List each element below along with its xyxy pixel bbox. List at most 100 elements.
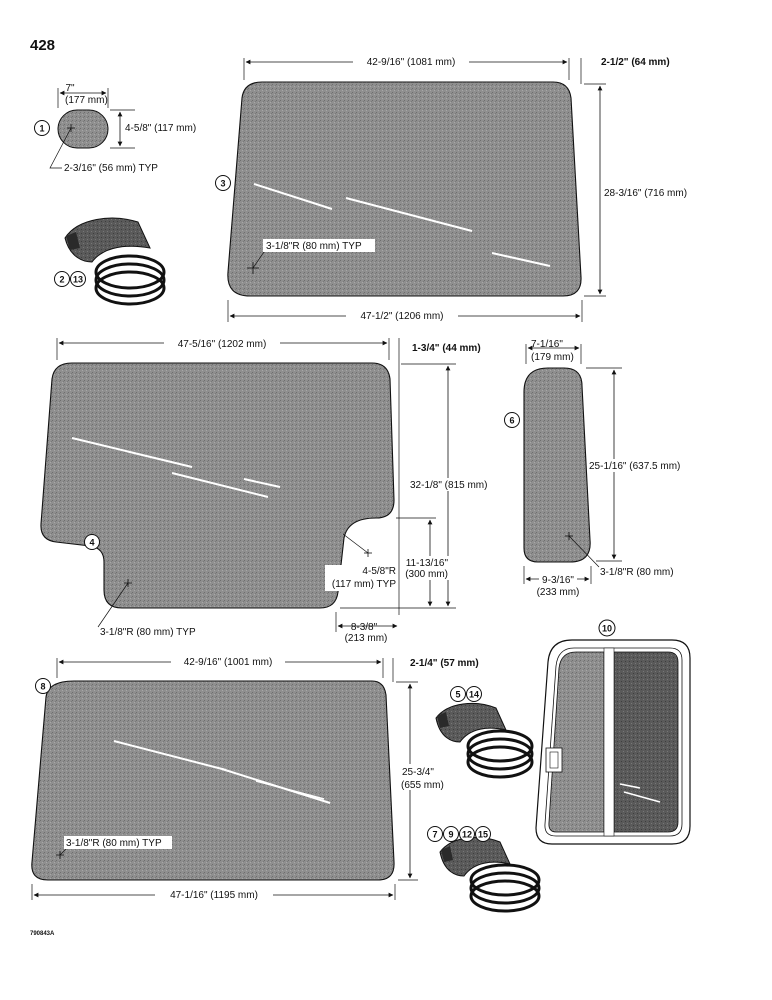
part-3-highlight (253, 183, 333, 210)
part-4-highlight-3 (243, 478, 281, 488)
seal-7-9-12-15: 7 9 12 15 (427, 826, 541, 913)
callout-3 (215, 175, 231, 191)
part-10-highlight-2 (623, 791, 661, 803)
part-3-radius-label-bg (263, 239, 375, 252)
callout-15-label: 15 (478, 830, 488, 840)
part-8-glass-shape (31, 680, 395, 881)
seal-5-14-coil-2 (466, 737, 534, 771)
seal-2-13-coil-2 (94, 262, 166, 298)
callout-3-label: 3 (220, 179, 225, 189)
part-1-height-label: 4-5/8" (117 mm) (125, 123, 196, 134)
seal-5-14: 5 14 (435, 686, 534, 779)
seal-2-13-coil-3 (94, 270, 166, 306)
part-1-small-glass: 1 7" (177 mm) 4-5/8" (117 mm) 2-3/16" (5… (34, 83, 196, 174)
callout-1 (34, 120, 50, 136)
part-3-top-label-bg (353, 56, 469, 68)
drawing-number: 790843A (30, 931, 55, 937)
seal-2-13-profile (64, 217, 151, 263)
part-6-radius-label: 3-1/8"R (80 mm) (600, 567, 674, 578)
part-4-top-label-bg (164, 337, 280, 349)
part-3-top-width-label: 42-9/16" (1081 mm) (367, 57, 456, 68)
part-8-height-label: 25-3/4" (402, 767, 434, 778)
callout-14-label: 14 (469, 690, 479, 700)
callout-6 (504, 412, 520, 428)
part-10-right-pane (613, 651, 679, 833)
part-3-offset-label: 2-1/2" (64 mm) (601, 57, 670, 68)
callout-12-label: 12 (462, 830, 472, 840)
part-6-glass: 6 7-1/16" (179 mm) 25-1/16" (637.5 mm) 3… (504, 339, 691, 598)
callout-4 (84, 534, 100, 550)
seal-5-14-coil-3 (466, 745, 534, 779)
part-6-bottom-width-label: 9-3/16" (542, 575, 574, 586)
part-8-bottom-label-bg (155, 889, 273, 901)
part-4-radius-label: 3-1/8"R (80 mm) TYP (100, 627, 196, 638)
callout-12 (459, 826, 475, 842)
callout-7 (427, 826, 443, 842)
part-4-top-width-label: 47-5/16" (1202 mm) (178, 339, 267, 350)
callout-13 (70, 271, 86, 287)
part-6-height-label: 25-1/16" (637.5 mm) (589, 461, 680, 472)
callout-9-label: 9 (448, 830, 453, 840)
seal-7-9-12-15-coil (469, 863, 541, 897)
callout-7-label: 7 (432, 830, 437, 840)
part-10-latch (545, 747, 563, 773)
part-1-radius-label: 2-3/16" (56 mm) TYP (64, 163, 158, 174)
part-3-highlight-3 (491, 252, 551, 267)
seal-7-9-12-15-coil-3 (469, 879, 541, 913)
part-4-notch-height-label: 11-13/16" (406, 558, 449, 569)
part-1-glass-shape (57, 109, 109, 149)
part-10-door-glass: 10 (535, 619, 691, 845)
part-4-notch-width-label: 8-3/8" (351, 622, 378, 633)
callout-15 (475, 826, 491, 842)
part-6-bottom-width-mm-label: (233 mm) (537, 587, 580, 598)
part-10-highlight (619, 783, 641, 789)
callout-5 (450, 686, 466, 702)
part-8-bottom-width-label: 47-1/16" (1195 mm) (170, 890, 258, 901)
part-4-height-label: 32-1/8" (815 mm) (410, 480, 487, 491)
seal-5-14-profile-end (437, 712, 449, 728)
part-3-glass: 3 42-9/16" (1081 mm) 2-1/2" (64 mm) 28-3… (215, 56, 687, 322)
seal-5-14-profile (435, 702, 507, 743)
part-3-highlight-2 (345, 197, 473, 232)
part-6-glass-shape (523, 367, 591, 563)
seal-2-13-profile-end (66, 232, 80, 250)
part-3-glass-shape (227, 81, 582, 297)
part-3-bottom-width-label: 47-1/2" (1206 mm) (360, 311, 443, 322)
part-4-notch-height-mm-label: (300 mm) (405, 569, 448, 580)
part-4-notch-radius-label: 4-5/8"R (362, 566, 396, 577)
callout-10 (598, 619, 616, 637)
callout-4-label: 4 (89, 538, 94, 548)
part-4-notch-radius-label-bg (325, 565, 397, 591)
callout-1-label: 1 (39, 124, 44, 134)
part-8-top-width-label: 42-9/16" (1001 mm) (184, 657, 273, 668)
part-8-radius-label-bg (64, 836, 172, 849)
callout-2 (54, 271, 70, 287)
part-4-highlight-2 (171, 472, 269, 498)
part-6-top-width-label: 7-1/16" (531, 339, 563, 350)
part-6-height-label-bg (587, 459, 691, 472)
part-8-offset-label: 2-1/4" (57 mm) (410, 658, 479, 669)
part-4-glass-shape (40, 362, 395, 609)
callout-8-label: 8 (40, 682, 45, 692)
part-6-bottom-label-bg (539, 575, 577, 585)
part-4-glass: 4 47-5/16" (1202 mm) 1-3/4" (44 mm) 32-1… (40, 337, 495, 644)
callout-6-label: 6 (509, 416, 514, 426)
part-10-frame-inner (544, 647, 683, 837)
seal-7-9-12-15-coil-2 (469, 871, 541, 905)
part-1-width-label: 7" (65, 83, 75, 94)
callout-14 (466, 686, 482, 702)
page-number: 428 (30, 37, 55, 54)
part-10-left-pane (548, 651, 605, 833)
part-3-radius-label: 3-1/8"R (80 mm) TYP (266, 241, 362, 252)
part-8-height-label-bg (398, 764, 446, 790)
part-3-height-label-bg (603, 186, 683, 199)
seal-2-13-coil (94, 254, 166, 290)
part-10-latch-inner (549, 751, 559, 769)
part-4-offset-label: 1-3/4" (44 mm) (412, 343, 481, 354)
part-4-notch-height-label-bg (406, 556, 450, 580)
part-10-center-bar (603, 647, 615, 837)
callout-13-label: 13 (73, 275, 83, 285)
seal-5-14-coil (466, 729, 534, 763)
part-3-bottom-label-bg (346, 310, 458, 322)
